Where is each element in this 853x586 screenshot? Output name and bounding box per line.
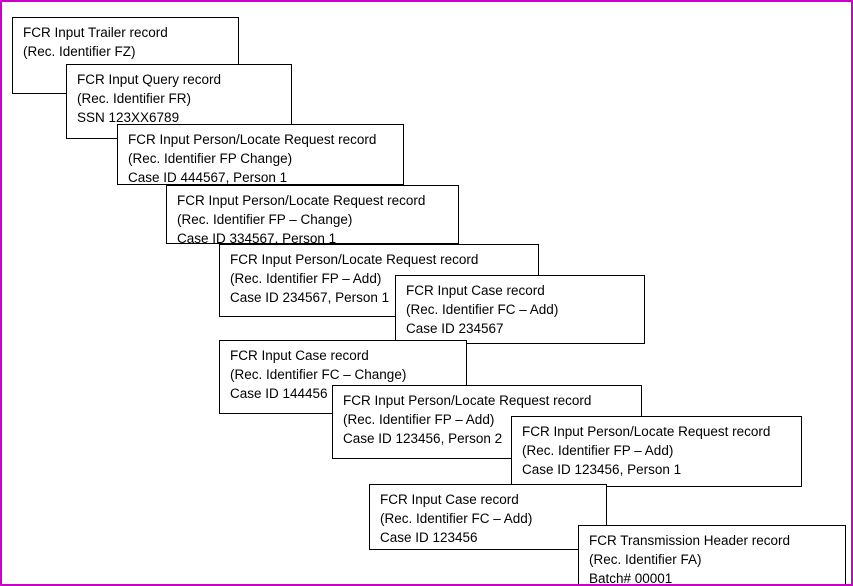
- record-box-case-123456: FCR Input Case record (Rec. Identifier F…: [369, 484, 607, 550]
- record-detail: SSN 123XX6789: [77, 110, 180, 125]
- record-title: FCR Input Case record: [380, 492, 519, 507]
- record-identifier: (Rec. Identifier FC – Add): [406, 302, 559, 317]
- record-title: FCR Input Person/Locate Request record: [230, 252, 479, 267]
- record-box-person-locate-444567: FCR Input Person/Locate Request record (…: [117, 124, 404, 185]
- record-title: FCR Input Query record: [77, 72, 222, 87]
- record-detail: Case ID 123456: [380, 530, 478, 545]
- record-box-case-234567: FCR Input Case record (Rec. Identifier F…: [395, 275, 645, 344]
- record-identifier: (Rec. Identifier FP – Add): [343, 412, 495, 427]
- record-title: FCR Transmission Header record: [589, 533, 791, 548]
- record-identifier: (Rec. Identifier FP – Add): [522, 443, 674, 458]
- record-title: FCR Input Case record: [230, 348, 369, 363]
- record-detail: Case ID 234567, Person 1: [230, 290, 390, 305]
- record-identifier: (Rec. Identifier FR): [77, 91, 192, 106]
- record-title: FCR Input Person/Locate Request record: [522, 424, 771, 439]
- record-box-transmission-header: FCR Transmission Header record (Rec. Ide…: [578, 525, 846, 586]
- record-detail: Case ID 234567: [406, 321, 504, 336]
- record-title: FCR Input Person/Locate Request record: [128, 132, 377, 147]
- record-identifier: (Rec. Identifier FP – Change): [177, 212, 353, 227]
- record-identifier: (Rec. Identifier FC – Change): [230, 367, 407, 382]
- record-identifier: (Rec. Identifier FP Change): [128, 151, 293, 166]
- record-title: FCR Input Person/Locate Request record: [343, 393, 592, 408]
- record-detail: Case ID 334567, Person 1: [177, 231, 337, 246]
- record-box-person-locate-123456-p2: FCR Input Person/Locate Request record (…: [332, 385, 642, 459]
- record-box-person-locate-123456-p1: FCR Input Person/Locate Request record (…: [511, 416, 802, 487]
- record-box-person-locate-334567: FCR Input Person/Locate Request record (…: [166, 185, 459, 246]
- record-title: FCR Input Trailer record: [23, 25, 168, 40]
- record-identifier: (Rec. Identifier FP – Add): [230, 271, 382, 286]
- record-detail: Case ID 144456: [230, 386, 328, 401]
- record-box-query: FCR Input Query record (Rec. Identifier …: [66, 64, 292, 139]
- record-detail: Case ID 123456, Person 1: [522, 462, 682, 477]
- record-title: FCR Input Person/Locate Request record: [177, 193, 426, 208]
- record-identifier: (Rec. Identifier FZ): [23, 44, 136, 59]
- record-detail: Case ID 444567, Person 1: [128, 170, 288, 185]
- record-detail: Batch# 00001: [589, 571, 673, 586]
- record-identifier: (Rec. Identifier FC – Add): [380, 511, 533, 526]
- record-identifier: (Rec. Identifier FA): [589, 552, 702, 567]
- record-title: FCR Input Case record: [406, 283, 545, 298]
- record-detail: Case ID 123456, Person 2: [343, 431, 503, 446]
